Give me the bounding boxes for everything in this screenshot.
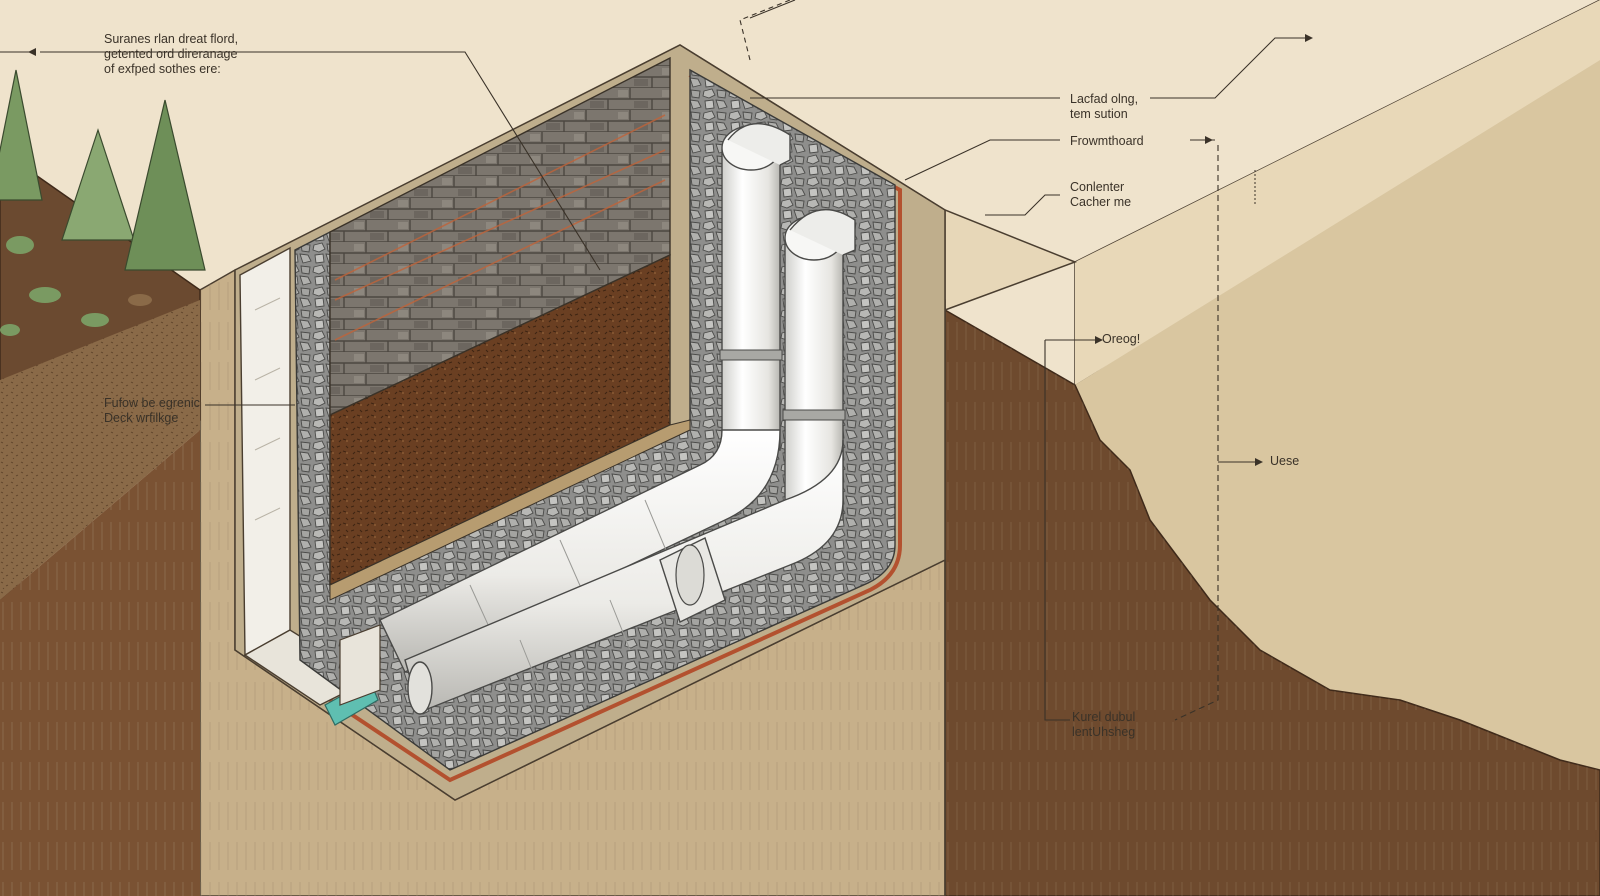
tree-group: [0, 69, 206, 271]
right-ground-block: [944, 0, 1600, 896]
horizontal-drain-pipe-upper: [379, 429, 781, 673]
label-left-material: Fufow be egrenic Deck wrfilkge: [104, 396, 200, 425]
label-use: Uese: [1270, 454, 1300, 468]
label-container: Conlenter Cacher me: [1070, 180, 1132, 209]
label-lateral-piping: Lacfad olng, tem sution: [1070, 92, 1139, 121]
vertical-drain-pipe-1: [719, 122, 791, 451]
arrow-icon: [1205, 136, 1213, 144]
arrowheads: [28, 34, 1313, 466]
label-surface-drainage: Suranes rlan dreat flord, getented ord d…: [104, 32, 239, 76]
arrow-icon: [1095, 336, 1103, 344]
label-bottom-right: Kurel dubul lentUhsheg: [1072, 710, 1136, 739]
leader-line: [1044, 340, 1070, 721]
arrow-icon: [1305, 34, 1313, 42]
leader-line: [1174, 145, 1219, 721]
leader-line: [904, 139, 1060, 181]
leader-line: [985, 194, 1060, 216]
horizontal-drain-pipe-lower: [404, 439, 844, 715]
fill-soil: [329, 253, 691, 601]
leader-line: [749, 0, 796, 19]
leader-lines: [0, 0, 1305, 721]
leader-line: [739, 0, 791, 61]
tree-icon: [0, 69, 43, 201]
tree-icon: [61, 128, 135, 241]
leader-line: [1150, 37, 1305, 99]
arrow-icon: [28, 48, 36, 56]
tree-icon: [124, 99, 206, 271]
label-foam-board: Frowmthoard: [1070, 134, 1144, 148]
leader-line: [40, 51, 601, 271]
left-hillside: [0, 149, 201, 896]
filter-fabric: [324, 624, 381, 726]
label-orange: Oreog!: [1102, 332, 1141, 346]
arrow-icon: [1255, 458, 1263, 466]
